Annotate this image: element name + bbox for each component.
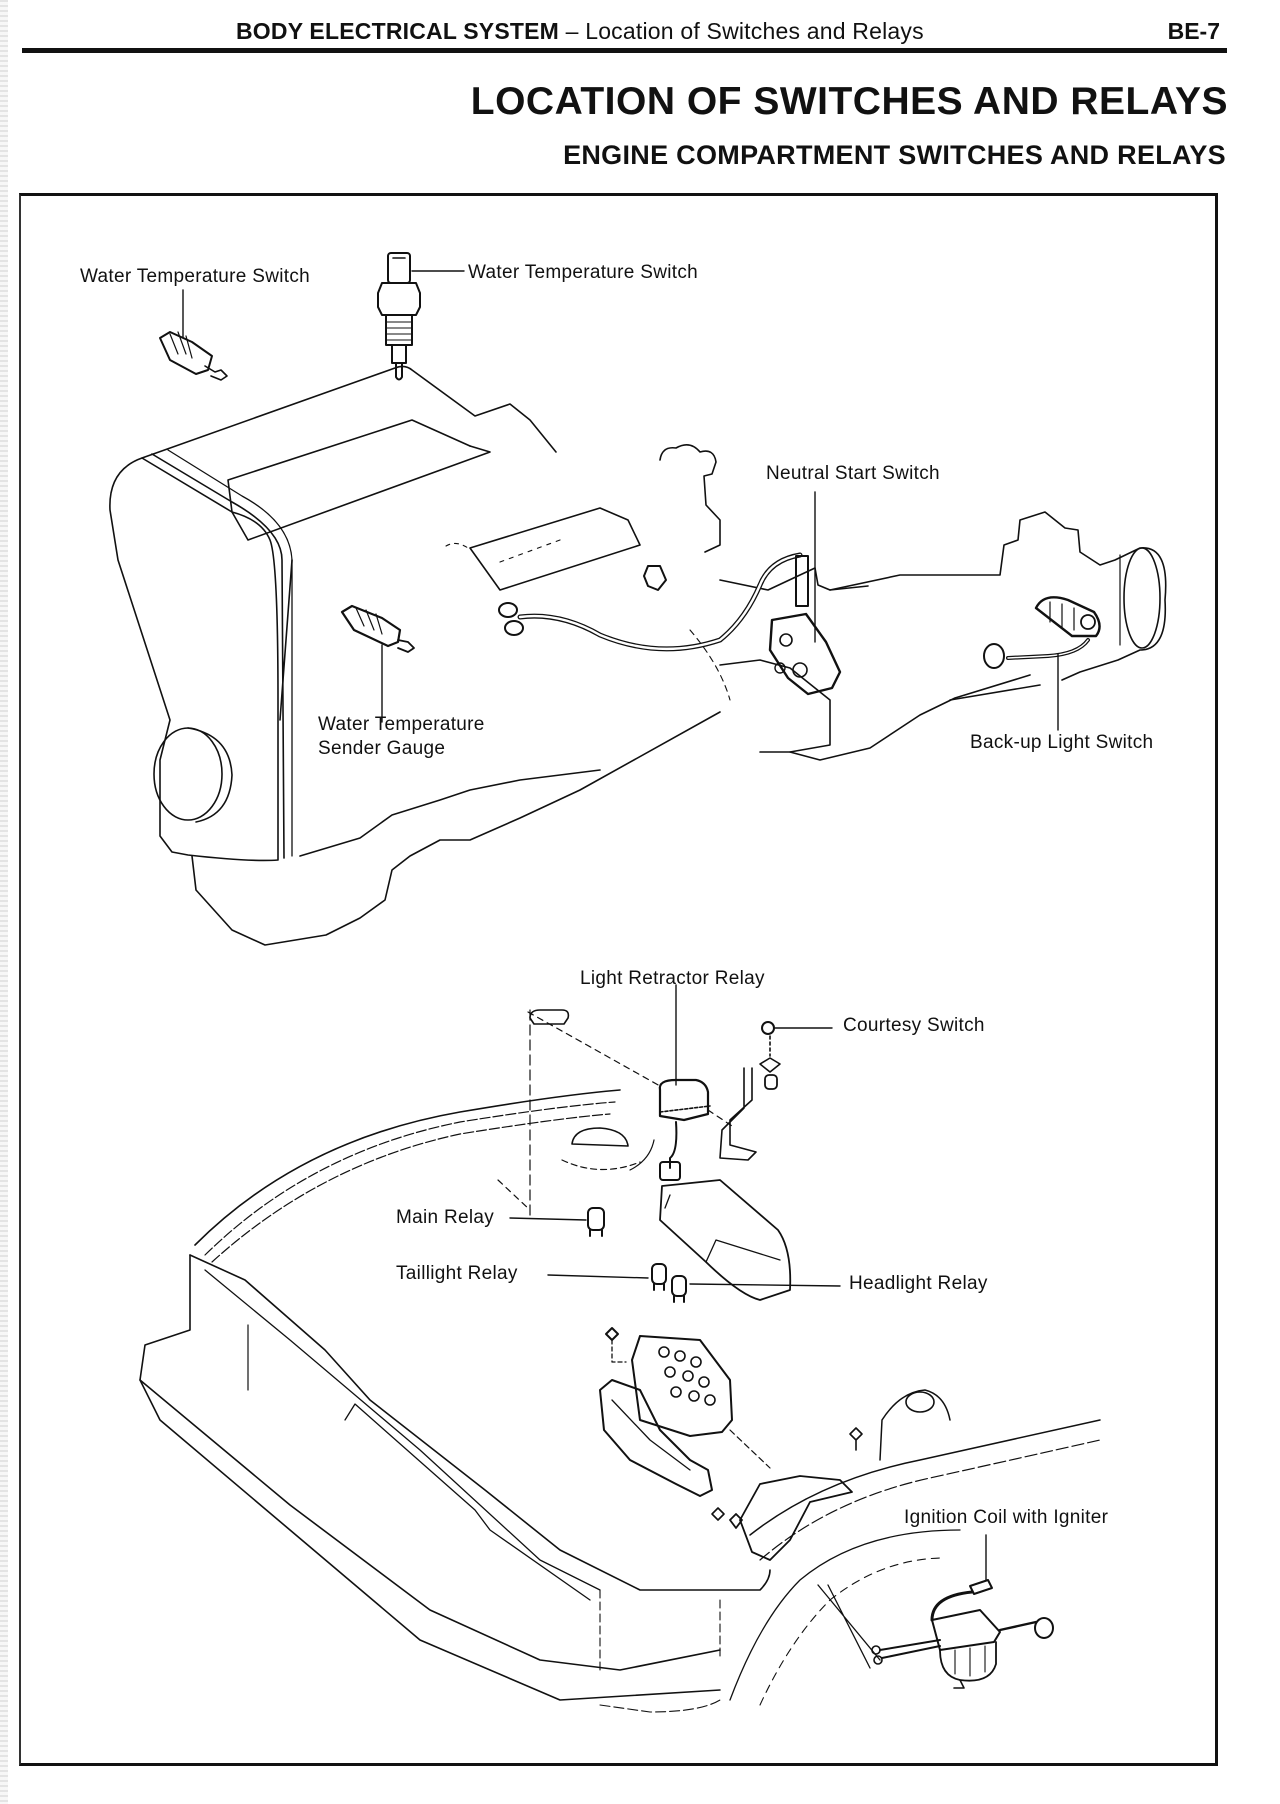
label-water-temp-sender-gauge: Water Temperature Sender Gauge [318,713,485,761]
backup-light-switch-part [983,596,1101,731]
page-number: BE-7 [1167,18,1220,44]
page-subtitle: ENGINE COMPARTMENT SWITCHES AND RELAYS [563,140,1226,170]
running-header-topic: – Location of Switches and Relays [559,18,924,44]
headlight-relay-part [671,1275,841,1303]
label-water-temp-switch-left: Water Temperature Switch [80,266,311,287]
engine-block-drawing [109,365,1167,946]
label-backup-light-switch: Back-up Light Switch [970,732,1154,753]
junction-block-part [599,1327,863,1561]
illustration-frame [19,193,1218,1766]
label-light-retractor-relay: Light Retractor Relay [580,968,765,989]
label-sender-gauge-line2: Sender Gauge [318,738,446,759]
label-taillight-relay: Taillight Relay [396,1263,518,1284]
label-neutral-start-switch: Neutral Start Switch [766,463,940,484]
header-rule [22,48,1227,53]
water-temp-switch-tall-part [377,252,465,381]
scan-edge [0,0,8,1804]
taillight-relay-part [547,1263,667,1291]
body-panel-drawing [139,1089,1101,1713]
sender-gauge-part [340,604,415,723]
running-header-section: BODY ELECTRICAL SYSTEM [236,18,560,44]
label-water-temp-switch-right: Water Temperature Switch [468,262,699,283]
running-header: BODY ELECTRICAL SYSTEM – Location of Swi… [236,18,924,45]
label-sender-gauge-line1: Water Temperature [318,714,485,735]
courtesy-switch-part [719,1021,833,1161]
page-title: LOCATION OF SWITCHES AND RELAYS [470,80,1228,123]
engine-wiring-harness [498,552,803,652]
reservoir-cap-part [561,1127,655,1171]
label-ignition-coil: Ignition Coil with Igniter [904,1507,1109,1528]
label-courtesy-switch: Courtesy Switch [843,1015,985,1036]
light-retractor-relay-part [497,984,736,1216]
neutral-start-switch-part [768,491,842,696]
relay-box-cover-part [659,1179,792,1301]
main-relay-part [509,1207,605,1237]
label-main-relay: Main Relay [396,1207,495,1228]
ignition-coil-part [871,1534,1054,1689]
label-headlight-relay: Headlight Relay [849,1273,988,1294]
water-temp-switch-small-part [159,289,228,381]
